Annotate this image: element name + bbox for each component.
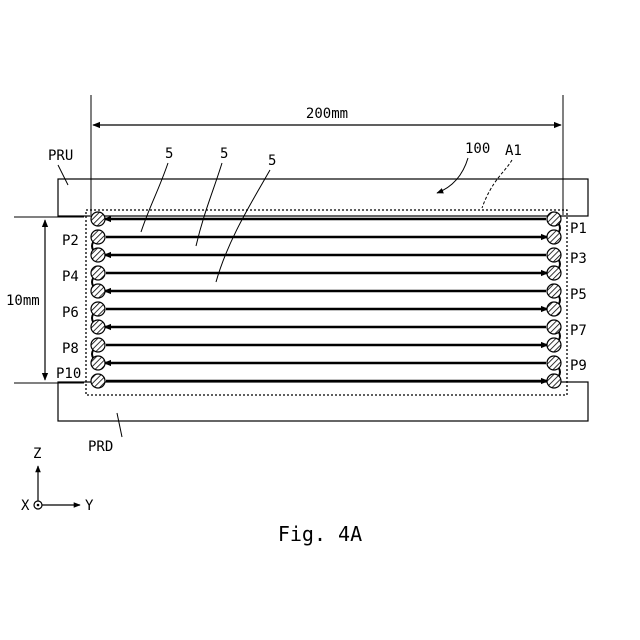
- pin-p1: [547, 212, 561, 226]
- pin-label-p8: P8: [62, 341, 79, 357]
- wire-reference-labels: 5 5 5: [141, 146, 276, 282]
- pin-label-p6: P6: [62, 305, 79, 321]
- wire-turns: [92, 219, 560, 381]
- pin: [547, 302, 561, 316]
- pin-p3: [547, 248, 561, 262]
- pin: [91, 356, 105, 370]
- pin: [91, 248, 105, 262]
- left-pins: [91, 212, 105, 388]
- pin-label-p7: P7: [570, 323, 587, 339]
- lower-roller-label: PRD: [88, 439, 113, 455]
- right-pin-labels: P1 P3 P5 P7 P9: [570, 221, 587, 374]
- pin-label-p1: P1: [570, 221, 587, 237]
- pin-label-p3: P3: [570, 251, 587, 267]
- right-pins: [547, 212, 561, 388]
- pin: [91, 212, 105, 226]
- pin-p5: [547, 284, 561, 298]
- left-pin-labels: P2 P4 P6 P8 P10: [56, 233, 81, 382]
- pin-label-p2: P2: [62, 233, 79, 249]
- wire-label: 5: [268, 153, 276, 169]
- axis-label-y: Y: [85, 498, 94, 514]
- workpiece-label: 100: [465, 141, 490, 157]
- area-a1-label: A1: [505, 143, 522, 159]
- pin-label-p10: P10: [56, 366, 81, 382]
- width-dimension-label: 200mm: [306, 106, 348, 122]
- pin-p8: [91, 338, 105, 352]
- lower-roller: [58, 382, 588, 421]
- pin-label-p4: P4: [62, 269, 79, 285]
- wire-label: 5: [220, 146, 228, 162]
- upper-roller-label: PRU: [48, 148, 73, 164]
- pin: [547, 374, 561, 388]
- figure-caption: Fig. 4A: [278, 522, 362, 546]
- pin-p7: [547, 320, 561, 334]
- pin: [547, 266, 561, 280]
- height-dimension-label: 10mm: [6, 293, 40, 309]
- pin: [91, 320, 105, 334]
- pin-label-p5: P5: [570, 287, 587, 303]
- axis-label-z: Z: [33, 446, 41, 462]
- pin: [91, 284, 105, 298]
- pin-p9: [547, 356, 561, 370]
- pin-p2: [91, 230, 105, 244]
- pin-p6: [91, 302, 105, 316]
- pin: [547, 230, 561, 244]
- axis-label-x: X: [21, 498, 30, 514]
- pin-label-p9: P9: [570, 358, 587, 374]
- pin-p10: [91, 374, 105, 388]
- pin: [547, 338, 561, 352]
- pin-p4: [91, 266, 105, 280]
- width-dimension: 200mm: [91, 95, 563, 215]
- wire-runs: [104, 219, 548, 381]
- wire-label: 5: [165, 146, 173, 162]
- coordinate-axes: Z Y X: [21, 446, 94, 514]
